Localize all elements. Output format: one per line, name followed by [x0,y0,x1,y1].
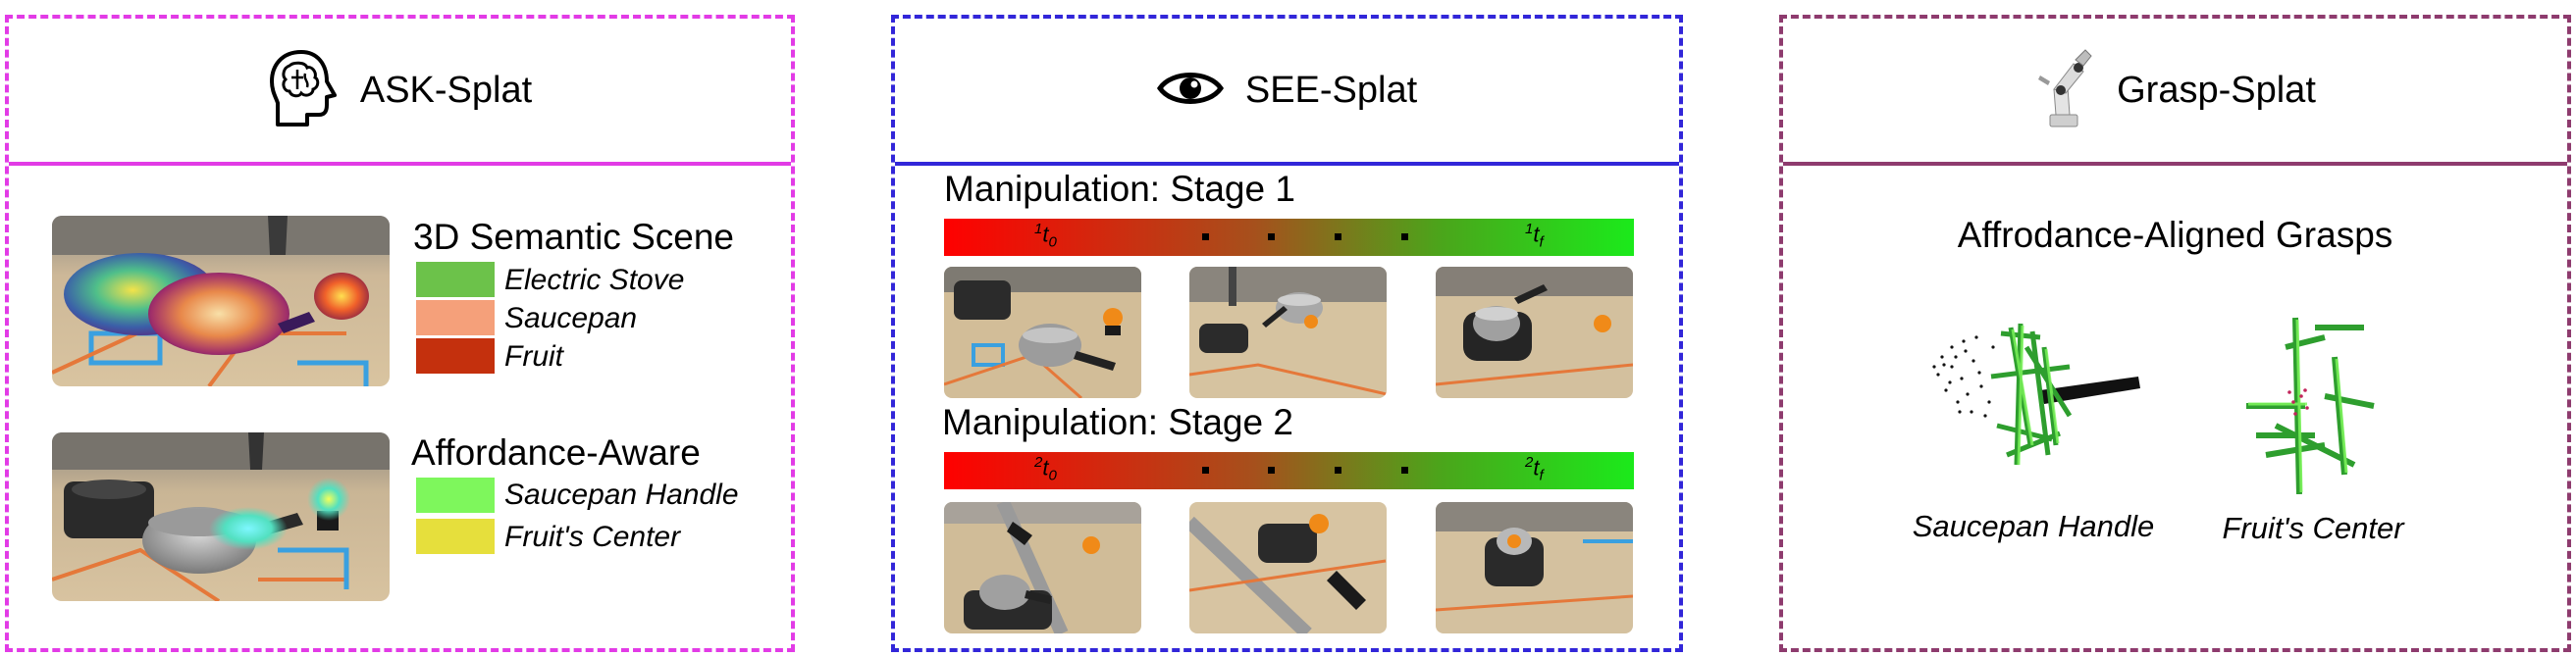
legend-label-saucepan: Saucepan [504,302,638,334]
stage-2-dot [1268,467,1275,474]
stage-2-title: Manipulation: Stage 2 [942,402,1293,442]
semantic-scene-image [52,216,390,386]
brain-head-icon [268,48,339,133]
stage-2-frame-3 [1436,502,1633,633]
grasp-label-saucepan-handle: Saucepan Handle [1912,509,2155,543]
legend-label-fruits-center: Fruit's Center [504,521,681,553]
robot-arm-icon [2034,46,2095,135]
stage-2-dot [1202,467,1209,474]
grasp-splat-divider [1783,162,2567,166]
legend-swatch-saucepan [416,300,495,335]
grasp-splat-panel: Grasp-Splat Affrodance-Aligned Grasps [1779,15,2571,652]
see-splat-divider [895,162,1679,166]
stage-1-frame-3 [1436,267,1633,398]
grasp-section-title: Affrodance-Aligned Grasps [1957,215,2393,255]
affordance-scene-image [52,432,390,601]
ask-splat-header: ASK-Splat [9,19,791,162]
legend-swatch-fruit [416,338,495,374]
stage-1-end-time-label: 1tf [1525,221,1544,251]
stage-2-start-time-label: 2t0 [1034,454,1057,484]
grasp-label-fruits-center: Fruit's Center [2222,511,2404,545]
stage-2-frame-1 [944,502,1141,633]
legend-swatch-fruits-center [416,519,495,554]
stage-1-frame-2 [1189,267,1387,398]
see-splat-panel: SEE-Splat Manipulation: Stage 1 1t0 1tf [891,15,1683,652]
stage-2-end-time-label: 2tf [1525,454,1544,484]
stage-1-dot [1401,233,1408,240]
eye-icon [1156,67,1224,115]
grasp-splat-header: Grasp-Splat [1783,19,2567,162]
ask-splat-divider [9,162,791,166]
legend-swatch-electric-stove [416,262,495,297]
stage-1-frame-1 [944,267,1141,398]
stage-1-dot [1268,233,1275,240]
stage-1-title: Manipulation: Stage 1 [944,169,1295,209]
stage-1-dot [1202,233,1209,240]
fruits-center-grasp-visual [2236,298,2384,495]
stage-1-dot [1335,233,1341,240]
legend-label-saucepan-handle: Saucepan Handle [504,479,739,511]
ask-splat-title: ASK-Splat [359,69,533,111]
stage-2-dot [1335,467,1341,474]
see-splat-title: SEE-Splat [1244,69,1418,111]
stage-2-dot [1401,467,1408,474]
affordance-aware-title: Affordance-Aware [411,432,701,473]
saucepan-handle-grasp-visual [1922,318,2148,475]
semantic-scene-title: 3D Semantic Scene [413,217,735,257]
legend-swatch-saucepan-handle [416,478,495,513]
ask-splat-panel: ASK-Splat [5,15,795,652]
stage-2-frame-2 [1189,502,1387,633]
stage-1-timeline-bar: 1t0 1tf [944,219,1634,256]
stage-1-start-time-label: 1t0 [1034,221,1057,251]
legend-label-fruit: Fruit [504,340,563,373]
grasp-splat-title: Grasp-Splat [2117,69,2316,111]
stage-2-timeline-bar: 2t0 2tf [944,452,1634,489]
see-splat-header: SEE-Splat [895,19,1679,162]
legend-label-electric-stove: Electric Stove [504,264,685,296]
